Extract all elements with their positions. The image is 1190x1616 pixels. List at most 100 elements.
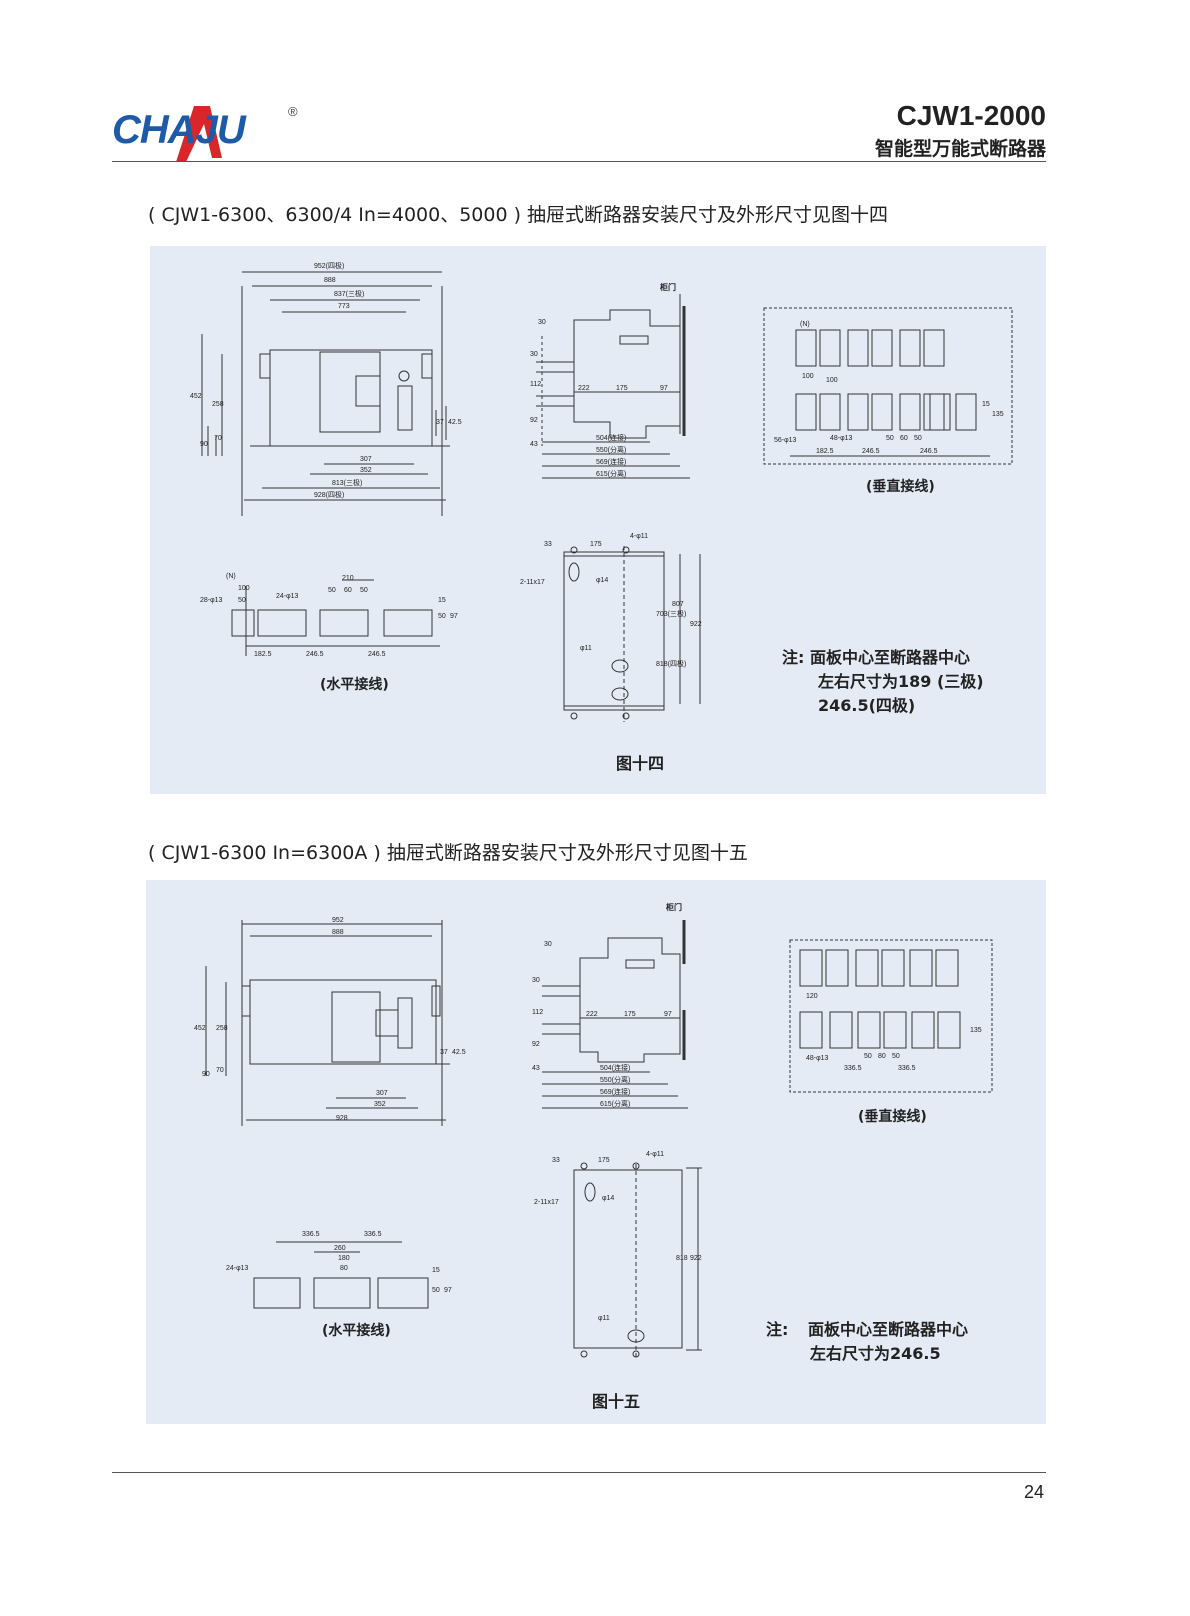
dimension-label: 50 xyxy=(914,435,922,442)
fig15-horizontal-wiring-dims: 336.5 336.5 260 180 80 24-φ13 15 50 97 xyxy=(226,1231,452,1294)
figure15-panel: 952 888 307 352 928 452 258 90 70 37 42.… xyxy=(146,880,1046,1424)
dimension-label: 100 xyxy=(802,373,814,380)
product-name: 智能型万能式断路器 xyxy=(874,139,1046,160)
dimension-label: 100 xyxy=(238,585,250,592)
dimension-label: 504(连接) xyxy=(600,1063,630,1072)
dimension-label: 43 xyxy=(532,1065,540,1072)
dimension-label: 180 xyxy=(338,1255,350,1262)
dimension-label: 352 xyxy=(374,1101,386,1108)
base-view-dims: 33 175 4-φ11 2-11x17 φ14 φ11 703(三极) 818… xyxy=(520,533,702,668)
dimension-label: 615(分离) xyxy=(600,1099,630,1108)
fig14-note-line1: 面板中心至断路器中心 xyxy=(809,648,970,667)
dimension-label: 80 xyxy=(878,1053,886,1060)
fig15-base-view-dims: 33 175 4-φ11 2-11x17 φ14 φ11 818 922 xyxy=(534,1151,702,1322)
dimension-label: 773 xyxy=(338,303,350,310)
dimension-label: 97 xyxy=(450,613,458,620)
dimension-label: 222 xyxy=(586,1011,598,1018)
dimension-label: 813(三极) xyxy=(332,478,362,487)
dimension-label: 24-φ13 xyxy=(276,593,299,600)
dimension-label: 42.5 xyxy=(452,1049,466,1056)
dimension-label: 818(四极) xyxy=(656,659,686,668)
dimension-label: 120 xyxy=(806,993,818,1000)
dimension-label: 92 xyxy=(530,417,538,424)
dimension-label: 135 xyxy=(970,1027,982,1034)
dimension-label: 175 xyxy=(598,1157,610,1164)
horizontal-wiring-dims: (N) 100 50 28-φ13 24-φ13 210 50 60 50 15… xyxy=(200,573,458,658)
dimension-label: 24-φ13 xyxy=(226,1265,249,1272)
dimension-label: (N) xyxy=(800,321,810,328)
brand-name: CHAJU xyxy=(112,108,246,152)
dimension-label: 336.5 xyxy=(364,1231,382,1238)
dimension-label: 703(三极) xyxy=(656,609,686,618)
fig14-note-line3: 246.5(四极) xyxy=(818,696,916,715)
dimension-label: 50 xyxy=(892,1053,900,1060)
fig15-vertical-wiring-label: (垂直接线) xyxy=(858,1109,927,1125)
fig15-front-view-dims: 952 888 307 352 928 452 258 90 70 37 42.… xyxy=(194,917,466,1122)
fig15-note-line2: 左右尺寸为246.5 xyxy=(810,1344,941,1363)
dimension-label: 柜门 xyxy=(659,282,676,292)
registered-mark: ® xyxy=(288,104,298,119)
dimension-label: 70 xyxy=(216,1067,224,1074)
dimension-label: 952 xyxy=(332,917,344,924)
figure15-label: 图十五 xyxy=(592,1392,641,1411)
dimension-label: φ14 xyxy=(596,577,608,584)
dimension-label: 柜门 xyxy=(665,902,682,912)
dimension-label: 50 xyxy=(328,587,336,594)
dimension-label: 569(连接) xyxy=(596,457,626,466)
fig15-horizontal-wiring-label: (水平接线) xyxy=(322,1323,391,1339)
fig15-note: 注: 面板中心至断路器中心 左右尺寸为246.5 xyxy=(766,1318,968,1366)
dimension-label: 258 xyxy=(216,1025,228,1032)
dimension-label: 922 xyxy=(690,621,702,628)
dimension-label: 33 xyxy=(544,541,552,548)
figure15-drawing: 952 888 307 352 928 452 258 90 70 37 42.… xyxy=(194,902,993,1358)
dimension-label: 2-11x17 xyxy=(520,579,545,586)
dimension-label: 246.5 xyxy=(306,651,324,658)
section2-caption: ( CJW1-6300 In=6300A ) 抽屉式断路器安装尺寸及外形尺寸见图… xyxy=(148,842,748,864)
dimension-label: 569(连接) xyxy=(600,1087,630,1096)
dimension-label: 50 xyxy=(864,1053,872,1060)
dimension-label: 135 xyxy=(992,411,1004,418)
dimension-label: 182.5 xyxy=(254,651,272,658)
footer-divider xyxy=(112,1472,1046,1473)
dimension-label: 818 xyxy=(676,1255,688,1262)
dimension-label: φ14 xyxy=(602,1195,614,1202)
fig15-note-prefix: 注: xyxy=(766,1320,789,1339)
dimension-label: 928(四极) xyxy=(314,490,344,499)
dimension-label: 307 xyxy=(360,456,372,463)
dimension-label: 50 xyxy=(360,587,368,594)
dimension-label: 15 xyxy=(432,1267,440,1274)
model-number: CJW1-2000 xyxy=(896,100,1046,131)
dimension-label: 336.5 xyxy=(302,1231,320,1238)
fig15-vertical-wiring-dims: 120 48-φ13 50 80 50 336.5 336.5 135 xyxy=(806,993,982,1072)
dimension-label: 100 xyxy=(826,377,838,384)
dimension-label: 30 xyxy=(530,351,538,358)
dimension-label: 246.5 xyxy=(920,448,938,455)
dimension-label: 43 xyxy=(530,441,538,448)
dimension-label: 15 xyxy=(982,401,990,408)
dimension-label: 175 xyxy=(624,1011,636,1018)
dimension-label: 175 xyxy=(616,385,628,392)
vertical-wiring-dims: (N) 100 100 56-φ13 48-φ13 50 60 50 182.5… xyxy=(774,321,1004,455)
dimension-label: 928 xyxy=(336,1115,348,1122)
dimension-label: 37 xyxy=(436,419,444,426)
dimension-label: 504(连接) xyxy=(596,433,626,442)
dimension-label: 90 xyxy=(200,441,208,448)
dimension-label: 258 xyxy=(212,401,224,408)
dimension-label: φ11 xyxy=(598,1315,610,1322)
dimension-label: 260 xyxy=(334,1245,346,1252)
dimension-label: 2-11x17 xyxy=(534,1199,559,1206)
side-view-dims: 柜门 30 30 112 92 43 222 175 97 504(连接) 55… xyxy=(530,282,676,478)
dimension-label: 48-φ13 xyxy=(806,1055,829,1062)
dimension-label: 336.5 xyxy=(898,1065,916,1072)
dimension-label: 452 xyxy=(190,393,202,400)
fig14-vertical-wiring-label: (垂直接线) xyxy=(866,479,935,495)
front-view-dims: 952(四极) 888 837(三极) 773 307 352 813(三极) … xyxy=(190,261,462,499)
figure14-drawing: 952(四极) 888 837(三极) 773 307 352 813(三极) … xyxy=(190,261,1013,722)
dimension-label: 30 xyxy=(532,977,540,984)
dimension-label: 50 xyxy=(886,435,894,442)
dimension-label: 37 xyxy=(440,1049,448,1056)
dimension-label: (N) xyxy=(226,573,236,580)
section1-caption: ( CJW1-6300、6300/4 In=4000、5000 ) 抽屉式断路器… xyxy=(148,204,889,226)
dimension-label: 92 xyxy=(532,1041,540,1048)
dimension-label: 112 xyxy=(532,1009,543,1016)
